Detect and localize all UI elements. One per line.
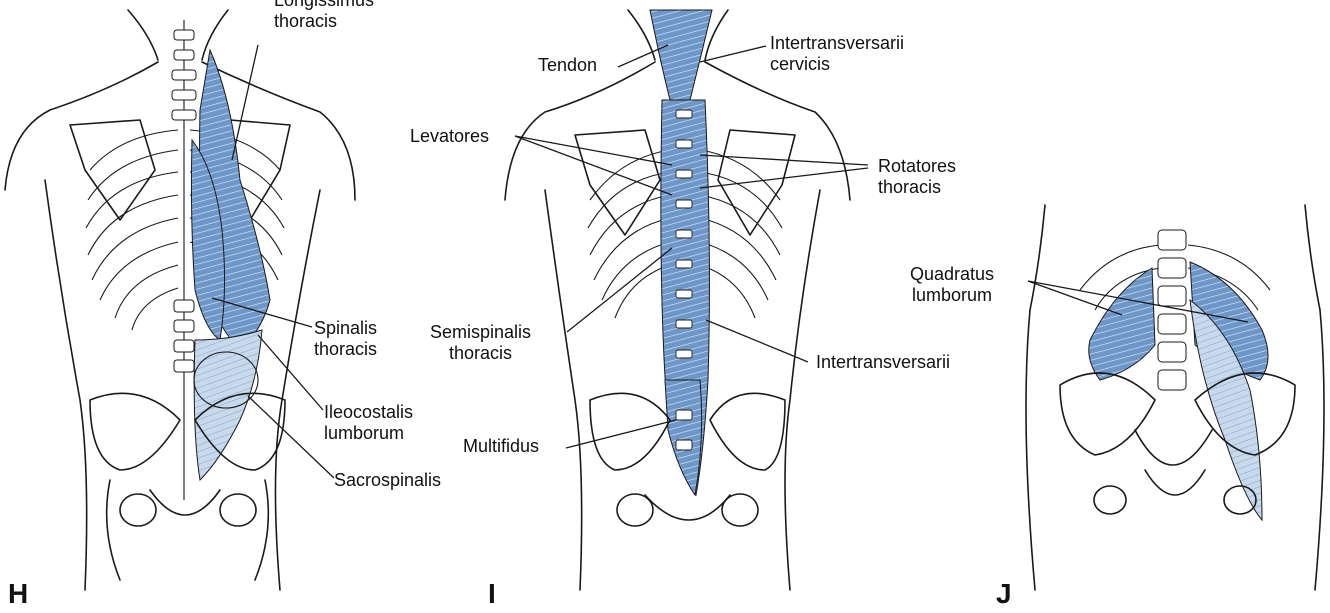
panel-h-figure xyxy=(5,10,355,590)
label-levatores: Levatores xyxy=(410,126,489,147)
label-spinalis-thoracis: Spinalis thoracis xyxy=(314,318,377,360)
panel-i-figure xyxy=(505,10,868,590)
panel-j-figure xyxy=(1026,205,1324,590)
multifidus-muscle xyxy=(665,380,702,495)
label-semispinalis-thoracis: Semispinalis thoracis xyxy=(430,322,531,364)
label-intertransversarii-cervicis: Intertransversarii cervicis xyxy=(770,33,904,75)
label-rotatores-thoracis: Rotatores thoracis xyxy=(878,156,956,198)
label-ileocostalis-lumborum: Ileocostalis lumborum xyxy=(324,402,413,444)
label-quadratus-lumborum: Quadratus lumborum xyxy=(910,264,994,306)
tendon-muscle xyxy=(650,10,712,100)
label-intertransversarii: Intertransversarii xyxy=(816,352,950,373)
label-sacrospinalis: Sacrospinalis xyxy=(334,470,441,491)
quadratus-lumborum-left xyxy=(1089,268,1155,380)
panel-letter-h: H xyxy=(8,578,28,610)
panel-letter-i: I xyxy=(488,578,496,610)
panel-letter-j: J xyxy=(996,578,1012,610)
label-tendon: Tendon xyxy=(538,55,597,76)
label-longissimus-thoracis: Longissimus thoracis xyxy=(274,0,374,32)
label-multifidus: Multifidus xyxy=(463,436,539,457)
